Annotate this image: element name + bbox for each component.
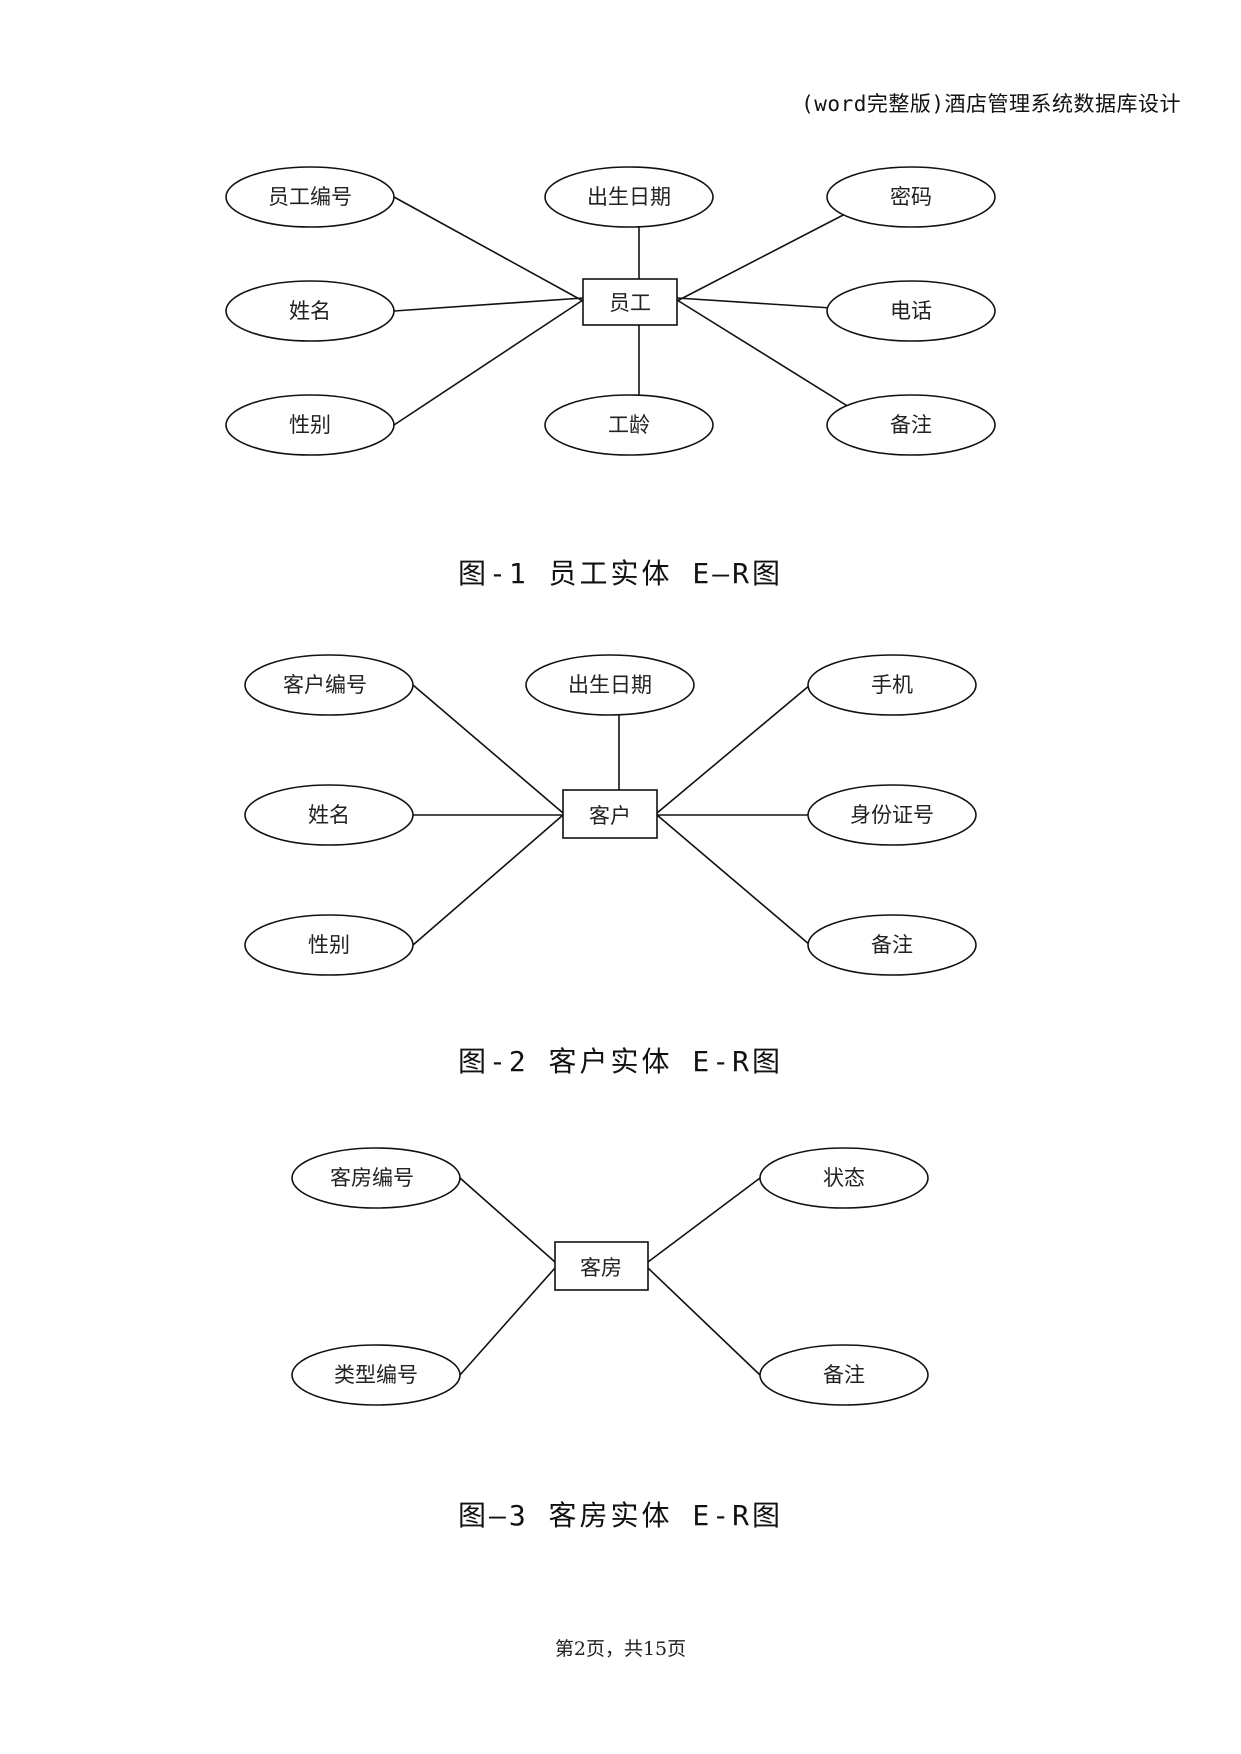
attribute-gender: 性别 <box>244 914 414 976</box>
attribute-birth-date: 出生日期 <box>525 654 695 716</box>
figure-caption-3: 图—3 客房实体 E-R图 <box>457 1499 783 1532</box>
er-diagram-employee: 员工 员工编号 出生日期 密码 姓名 电话 性别 工龄 <box>225 166 996 456</box>
figure-caption-1: 图-1 员工实体 E—R图 <box>457 557 783 590</box>
attribute-remark: 备注 <box>826 394 996 456</box>
attribute-remark: 备注 <box>759 1344 929 1406</box>
attribute-name: 姓名 <box>225 280 395 342</box>
attribute-customer-id: 客户编号 <box>244 654 414 716</box>
svg-text:电话: 电话 <box>890 299 932 323</box>
attribute-status: 状态 <box>759 1147 929 1209</box>
attribute-name: 姓名 <box>244 784 414 846</box>
entity-label: 客户 <box>589 804 631 828</box>
attribute-seniority: 工龄 <box>544 394 714 456</box>
entity-box <box>582 278 678 326</box>
entity-label: 客房 <box>580 1256 622 1280</box>
svg-text:身份证号: 身份证号 <box>850 803 934 827</box>
attribute-remark: 备注 <box>807 914 977 976</box>
svg-text:员工编号: 员工编号 <box>268 185 352 209</box>
attribute-mobile: 手机 <box>807 654 977 716</box>
svg-text:性别: 性别 <box>289 413 331 437</box>
entity-box <box>562 789 658 839</box>
svg-text:姓名: 姓名 <box>289 299 331 323</box>
svg-text:性别: 性别 <box>308 933 350 957</box>
svg-text:备注: 备注 <box>890 413 932 437</box>
attribute-phone: 电话 <box>826 280 996 342</box>
er-diagram-room: 客房 客房编号 状态 类型编号 备注 <box>291 1147 929 1406</box>
figure-caption-2: 图-2 客户实体 E-R图 <box>457 1045 783 1078</box>
svg-text:备注: 备注 <box>823 1363 865 1387</box>
attribute-id-card: 身份证号 <box>807 784 977 846</box>
svg-text:工龄: 工龄 <box>608 413 650 437</box>
attribute-type-id: 类型编号 <box>291 1344 461 1406</box>
svg-text:状态: 状态 <box>823 1166 865 1190</box>
attribute-room-id: 客房编号 <box>291 1147 461 1209</box>
page-footer: 第2页，共15页 <box>554 1638 687 1660</box>
attribute-password: 密码 <box>826 166 996 228</box>
attribute-employee-id: 员工编号 <box>225 166 395 228</box>
svg-text:出生日期: 出生日期 <box>587 185 671 209</box>
entity-label: 员工 <box>609 291 651 315</box>
page-header: (word完整版)酒店管理系统数据库设计 <box>801 92 1181 116</box>
svg-text:客户编号: 客户编号 <box>283 673 367 697</box>
attribute-birth-date: 出生日期 <box>544 166 714 228</box>
svg-text:备注: 备注 <box>871 933 913 957</box>
entity-box <box>554 1241 649 1291</box>
svg-text:密码: 密码 <box>890 185 932 209</box>
svg-text:类型编号: 类型编号 <box>334 1363 418 1387</box>
svg-text:手机: 手机 <box>871 673 913 697</box>
svg-text:出生日期: 出生日期 <box>568 673 652 697</box>
attribute-gender: 性别 <box>225 394 395 456</box>
er-diagram-customer: 客户 客户编号 出生日期 手机 姓名 身份证号 性别 备注 <box>244 654 977 976</box>
svg-text:客房编号: 客房编号 <box>330 1166 414 1190</box>
svg-text:姓名: 姓名 <box>308 803 350 827</box>
